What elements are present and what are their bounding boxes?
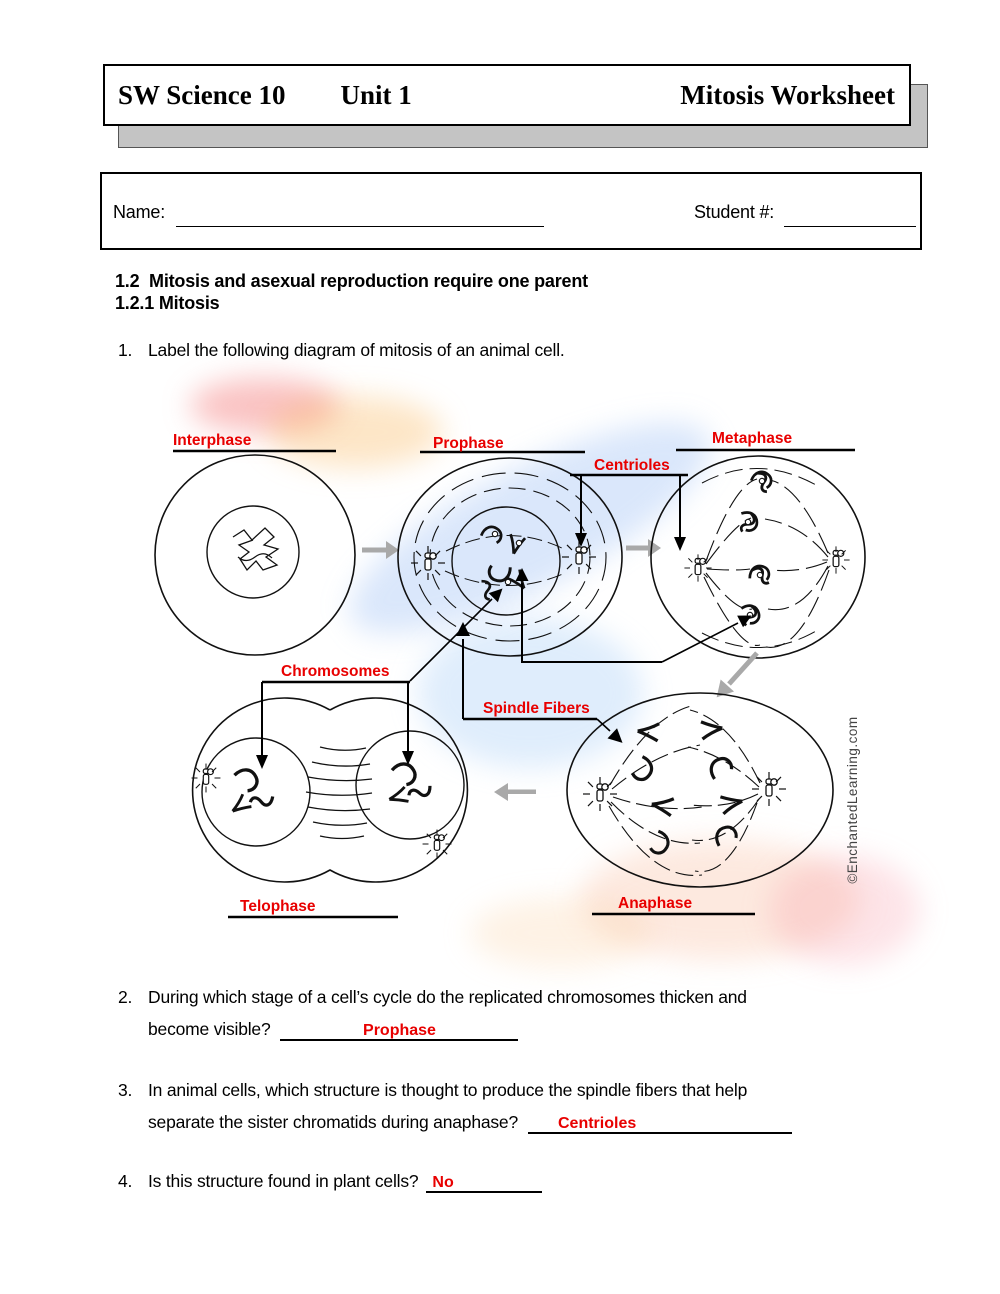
question-2-text-cont: become visible? xyxy=(148,1019,271,1039)
question-3-line1: 3. In animal cells, which structure is t… xyxy=(118,1080,747,1101)
question-4-text: Is this structure found in plant cells? xyxy=(148,1171,419,1191)
question-1-number: 1. xyxy=(118,340,133,360)
question-3-answer: Centrioles xyxy=(558,1115,637,1132)
question-4-line: 4. Is this structure found in plant cell… xyxy=(118,1171,543,1193)
blob-rose xyxy=(770,855,920,965)
worksheet-title: Mitosis Worksheet xyxy=(680,79,895,110)
question-2-line1: 2. During which stage of a cell’s cycle … xyxy=(118,987,747,1008)
question-1: 1. Label the following diagram of mitosi… xyxy=(118,340,565,361)
prophase-cell xyxy=(397,457,623,657)
arrow-right-icon xyxy=(362,541,399,559)
chromosome-link-pointer xyxy=(515,568,752,663)
blob-peach xyxy=(580,840,860,960)
header-box: SW Science 10 Unit 1 Mitosis Worksheet xyxy=(103,64,911,126)
arrow-right-icon xyxy=(626,539,661,557)
question-3-text-cont: separate the sister chromatids during an… xyxy=(148,1112,518,1132)
name-blank-line xyxy=(176,226,544,227)
interphase-label: Interphase xyxy=(173,432,252,449)
spindle-fibers-label: Spindle Fibers xyxy=(483,700,590,717)
telophase-cell xyxy=(191,697,469,883)
label-underlines xyxy=(173,448,855,919)
mitosis-diagram: Interphase Prophase Metaphase Centrioles… xyxy=(154,430,866,919)
prophase-label: Prophase xyxy=(433,435,504,452)
arrow-left-icon xyxy=(494,783,536,801)
question-3-line2: separate the sister chromatids during an… xyxy=(148,1112,792,1134)
copyright-watermark: ©EnchantedLearning.com xyxy=(845,716,860,883)
spindle-fibers-pointer xyxy=(456,622,623,743)
question-4-answer: No xyxy=(432,1174,454,1191)
blob-orange xyxy=(268,396,443,468)
anaphase-label: Anaphase xyxy=(618,895,692,912)
question-3-number: 3. xyxy=(118,1080,133,1100)
question-2-text: During which stage of a cell’s cycle do … xyxy=(148,987,747,1007)
question-2-line2: become visible? Prophase xyxy=(148,1019,519,1041)
question-2-number: 2. xyxy=(118,987,133,1007)
student-number-label: Student #: xyxy=(694,202,775,222)
telophase-label: Telophase xyxy=(240,898,316,915)
section-heading: 1.2 Mitosis and asexual reproduction req… xyxy=(115,271,588,291)
arrow-down-left-icon xyxy=(716,651,759,698)
unit-label: Unit 1 xyxy=(340,79,412,110)
question-3-answer-blank: Centrioles xyxy=(528,1112,792,1134)
centrioles-pointer xyxy=(575,475,686,551)
name-label: Name: xyxy=(113,202,166,222)
interphase-cell xyxy=(154,454,356,656)
blob-tan xyxy=(470,898,650,968)
question-4-answer-blank: No xyxy=(426,1171,543,1193)
metaphase-cell xyxy=(650,455,866,659)
blob-pink xyxy=(190,378,340,433)
course-title: SW Science 10 xyxy=(118,79,286,110)
question-1-text: Label the following diagram of mitosis o… xyxy=(148,340,565,360)
question-4-number: 4. xyxy=(118,1171,133,1191)
chromosomes-label: Chromosomes xyxy=(281,663,390,680)
centrioles-label: Centrioles xyxy=(594,457,670,474)
name-box xyxy=(100,172,922,250)
subsection-heading: 1.2.1 Mitosis xyxy=(115,293,220,313)
question-2-answer: Prophase xyxy=(363,1022,436,1039)
anaphase-cell xyxy=(566,692,834,888)
metaphase-label: Metaphase xyxy=(712,430,792,447)
question-3-text: In animal cells, which structure is thou… xyxy=(148,1080,748,1100)
student-blank-line xyxy=(784,226,916,227)
question-2-answer-blank: Prophase xyxy=(280,1019,519,1041)
